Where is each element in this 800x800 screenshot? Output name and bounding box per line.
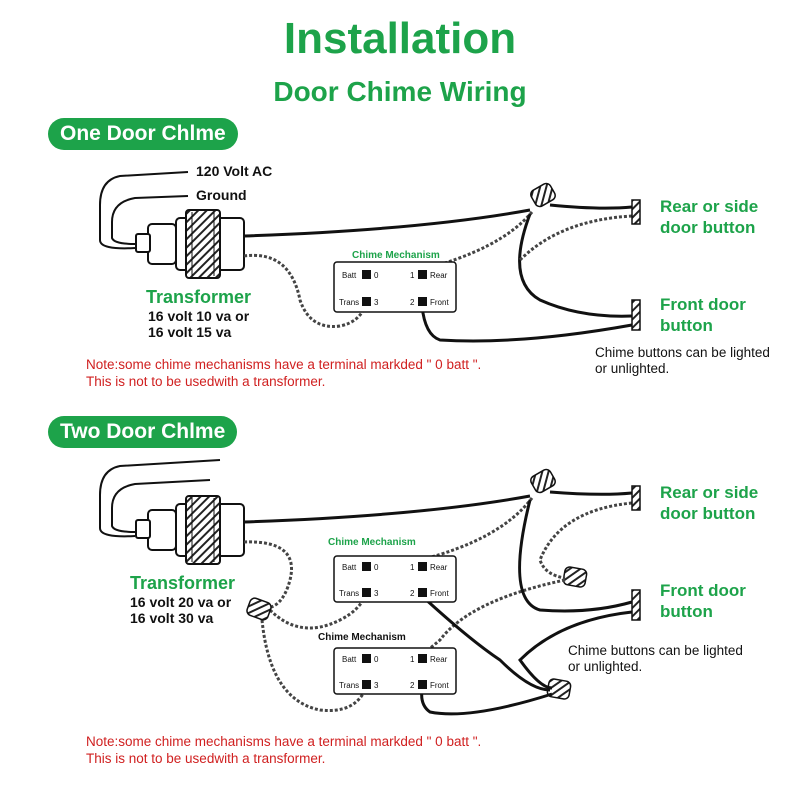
front-button-2 <box>631 589 641 621</box>
one-door-heading: One Door Chlme <box>48 118 238 150</box>
terminal-trans-label: Trans <box>339 298 360 307</box>
rear-button-label-2-1: Rear or side <box>660 483 759 502</box>
ground-wire <box>111 195 189 245</box>
ground-wire-2 <box>111 479 211 533</box>
front-button-1 <box>631 299 641 331</box>
trans-wire-2a <box>243 540 293 610</box>
transformer-2 <box>135 495 245 565</box>
terminal-batt-num-2a: 0 <box>374 563 379 572</box>
terminal-trans-label-2b: Trans <box>339 681 360 690</box>
wire-rear-1 <box>549 203 633 210</box>
wire-2-rear-c <box>419 497 534 562</box>
rear-button-label-2: door button <box>660 218 756 237</box>
supply-label: 120 Volt AC <box>196 163 273 179</box>
mechanism-title-bottom: Chime Mechanism <box>318 632 406 643</box>
warning-note-2-1: Note:some chime mechanisms have a termin… <box>86 734 482 749</box>
trans-wire <box>243 253 368 328</box>
front-button-label-2: button <box>660 316 713 335</box>
transformer-spec-1: 16 volt 10 va or <box>148 308 250 324</box>
front-button-label-2-1: Front door <box>660 581 746 600</box>
terminal-front-label-2a: Front <box>430 589 449 598</box>
terminal-rear-label-2a: Rear <box>430 563 448 572</box>
terminal-rear-label: Rear <box>430 271 448 280</box>
mechanism-box-2a <box>333 555 457 603</box>
wire-2-front-d <box>420 689 553 716</box>
ground-label: Ground <box>196 187 247 203</box>
two-door-heading: Two Door Chlme <box>48 416 238 448</box>
two-door-diagram <box>99 459 641 716</box>
warning-note-2-2: This is not to be usedwith a transformer… <box>86 751 326 766</box>
terminal-trans-num-2a: 3 <box>374 589 379 598</box>
wire-nut-2d <box>246 597 272 621</box>
wire-front-2 <box>420 305 633 343</box>
wire-2-rear-a <box>549 490 633 496</box>
mechanism-box-1 <box>333 261 457 313</box>
transformer-spec-2-2: 16 volt 30 va <box>130 610 214 626</box>
one-door-diagram <box>99 171 641 343</box>
terminal-rear-num-2a: 1 <box>410 563 415 572</box>
supply-wire <box>99 171 189 250</box>
front-button-label-2-2: button <box>660 602 713 621</box>
wire-rear-3 <box>518 214 633 262</box>
terminal-trans-label-2a: Trans <box>339 589 360 598</box>
mechanism-box-2b <box>333 647 457 695</box>
wire-2-front-b <box>518 610 633 690</box>
rear-button-label-2-2: door button <box>660 504 756 523</box>
transformer-spec-2-1: 16 volt 20 va or <box>130 594 232 610</box>
rear-button-label-1: Rear or side <box>660 197 759 216</box>
terminal-rear-label-2b: Rear <box>430 655 448 664</box>
trunk-wire <box>243 208 531 238</box>
wire-nut-2b <box>562 566 588 588</box>
terminal-front-label-2b: Front <box>430 681 449 690</box>
transformer-label: Transformer <box>146 287 252 307</box>
trans-wire-2b <box>268 593 368 630</box>
mechanism-title: Chime Mechanism <box>352 250 440 261</box>
warning-note-2: This is not to be usedwith a transformer… <box>86 374 326 389</box>
lighted-note-2-1: Chime buttons can be lighted <box>568 643 743 658</box>
terminal-batt-num-2b: 0 <box>374 655 379 664</box>
terminal-batt-num: 0 <box>374 271 379 280</box>
terminal-rear-num-2b: 1 <box>410 655 415 664</box>
terminal-front-num-2a: 2 <box>410 589 415 598</box>
rear-button-1 <box>631 199 641 225</box>
warning-note-1: Note:some chime mechanisms have a termin… <box>86 357 482 372</box>
terminal-trans-num: 3 <box>374 298 379 307</box>
mechanism-title-top: Chime Mechanism <box>328 537 416 548</box>
transformer-label-2: Transformer <box>130 573 236 593</box>
terminal-trans-num-2b: 3 <box>374 681 379 690</box>
wire-nut-1 <box>530 182 556 208</box>
wire-2-rear-b <box>538 501 633 580</box>
lighted-note-1: Chime buttons can be lighted <box>595 345 770 360</box>
supply-wire-2 <box>99 459 221 538</box>
trans-wire-2c <box>260 619 368 713</box>
front-button-label-1: Front door <box>660 295 746 314</box>
terminal-rear-num: 1 <box>410 271 415 280</box>
trunk-wire-2 <box>243 494 531 524</box>
wire-front-1 <box>518 213 633 318</box>
terminal-front-num-2b: 2 <box>410 681 415 690</box>
lighted-note-2-2: or unlighted. <box>568 659 643 674</box>
transformer-1 <box>135 209 245 279</box>
terminal-batt-label-2b: Batt <box>342 655 357 664</box>
wire-nut-2a <box>530 468 556 494</box>
wire-2-front-c <box>420 594 551 692</box>
terminal-batt-label: Batt <box>342 271 357 280</box>
terminal-batt-label-2a: Batt <box>342 563 357 572</box>
wire-2-front-a <box>518 499 633 613</box>
page-title: Installation <box>283 14 517 63</box>
terminal-front-num: 2 <box>410 298 415 307</box>
page-subtitle: Door Chime Wiring <box>273 76 527 107</box>
lighted-note-2: or unlighted. <box>595 361 670 376</box>
rear-button-2 <box>631 485 641 511</box>
transformer-spec-2: 16 volt 15 va <box>148 324 232 340</box>
terminal-front-label: Front <box>430 298 449 307</box>
